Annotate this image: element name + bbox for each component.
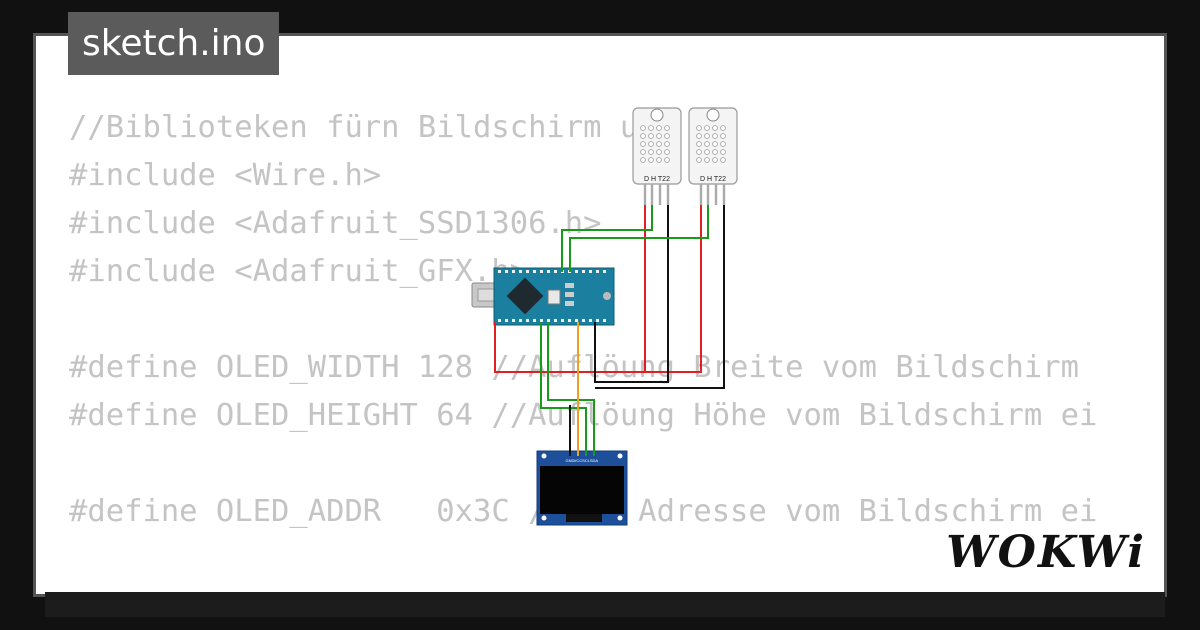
sensor-label: D H T22	[700, 176, 726, 183]
sensor-label: D H T22	[644, 176, 670, 183]
wire-sda	[547, 322, 595, 456]
card-shadow	[45, 592, 1165, 617]
wire-data-1	[561, 205, 653, 272]
oled-pin-gnd: GND	[566, 458, 575, 463]
oled-pin-sda: SDA	[590, 458, 599, 463]
code-editor: //Biblioteken fürn Bildschirm und Co #in…	[69, 104, 1131, 594]
wire-ground-1	[594, 205, 669, 383]
code-line: #define OLED_HEIGHT 64 //Auflöung Höhe v…	[69, 398, 1098, 433]
wires	[494, 205, 725, 456]
wokwi-logo: WOKWi	[946, 527, 1146, 578]
wire-data-2	[569, 205, 709, 272]
arduino-nano[interactable]	[471, 267, 615, 326]
wire-power-2	[645, 205, 702, 373]
code-line: //Biblioteken fürn Bildschirm und Co	[69, 110, 731, 145]
file-tab: sketch.ino	[68, 12, 280, 75]
oled-display[interactable]: GND VCC SCL SDA	[536, 450, 628, 526]
oled-pin-scl: SCL	[582, 458, 591, 463]
wire-sda-2	[540, 322, 587, 456]
code-line: #define OLED_WIDTH 128 //Auflöung Breite…	[69, 350, 1079, 385]
code-line: #include <Wire.h>	[69, 158, 382, 193]
wire-ground-2	[595, 205, 725, 389]
wire-power-1	[494, 205, 646, 373]
code-line: #include <Adafruit_SSD1306.h>	[69, 206, 602, 241]
dht22-sensor-2[interactable]: D H T22	[688, 107, 738, 205]
dht22-sensor-1[interactable]: D H T22	[632, 107, 682, 205]
oled-pin-vcc: VCC	[574, 458, 583, 463]
